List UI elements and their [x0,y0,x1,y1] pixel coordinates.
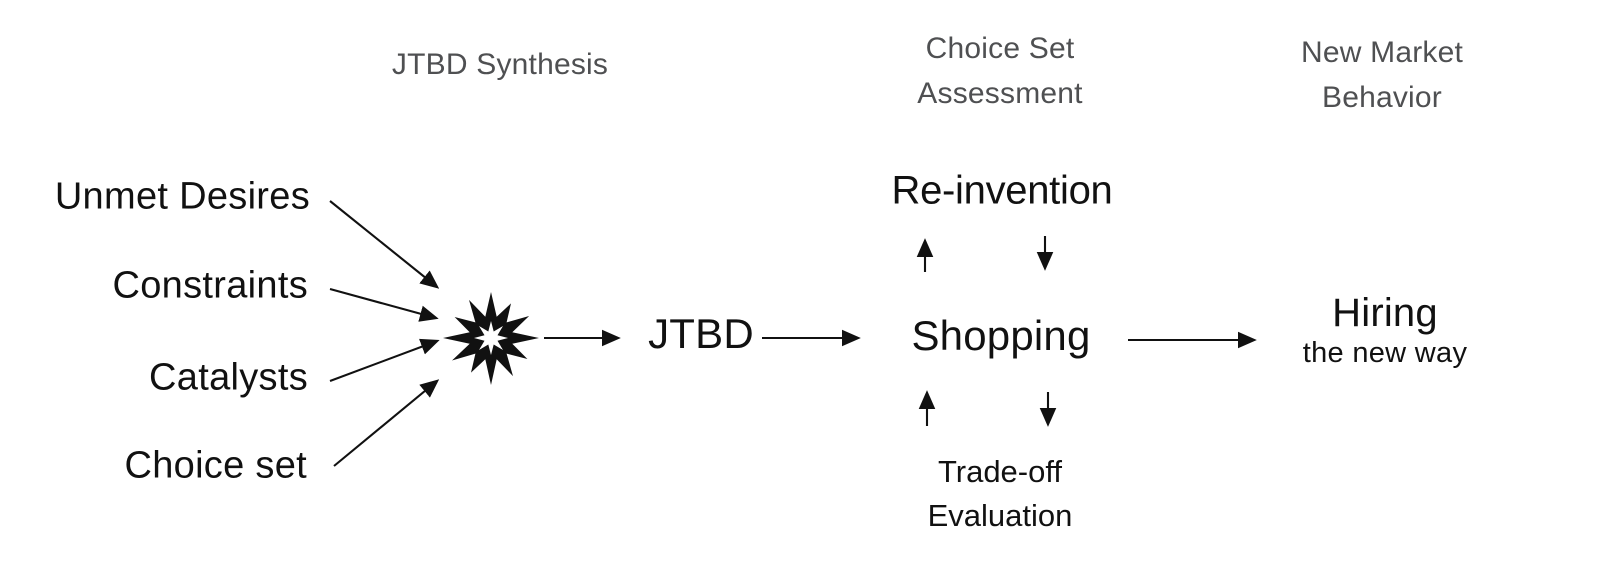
input-label-catalysts: Catalysts [149,356,308,399]
input-label-choice-set: Choice set [124,444,307,487]
node-reinvention: Re-invention [891,168,1113,213]
stage-header-line: New Market [1300,36,1464,69]
input-label-unmet-desires: Unmet Desires [54,175,310,218]
node-shopping: Shopping [911,312,1091,359]
stage-header-jtbd-synthesis: JTBD Synthesis [391,48,609,81]
starburst-icon [443,292,539,385]
stage-header-choice-set-assessment: Choice Set Assessment [917,26,1082,116]
node-tradeoff-evaluation: Trade-off Evaluation [928,450,1073,538]
node-hiring-subtitle: the new way [1302,337,1468,369]
stage-header-new-market-behavior: New Market Behavior [1301,30,1463,120]
node-jtbd: JTBD [648,310,754,357]
stage-header-line: Assessment [917,77,1083,110]
node-tradeoff-line: Trade-off [937,454,1063,489]
node-hiring-title: Hiring [1332,291,1438,335]
node-hiring: Hiring the new way [1303,292,1468,372]
node-tradeoff-line: Evaluation [927,498,1073,533]
input-label-constraints: Constraints [112,264,308,307]
stage-header-line: Behavior [1321,81,1443,114]
arrow-catalysts-to-burst [329,338,440,382]
arrow-constraints-to-burst [329,287,439,322]
arrow-choice-set-to-burst [333,379,440,467]
arrow-unmet-desires-to-burst [329,200,440,289]
stage-header-line: Choice Set [925,32,1075,65]
